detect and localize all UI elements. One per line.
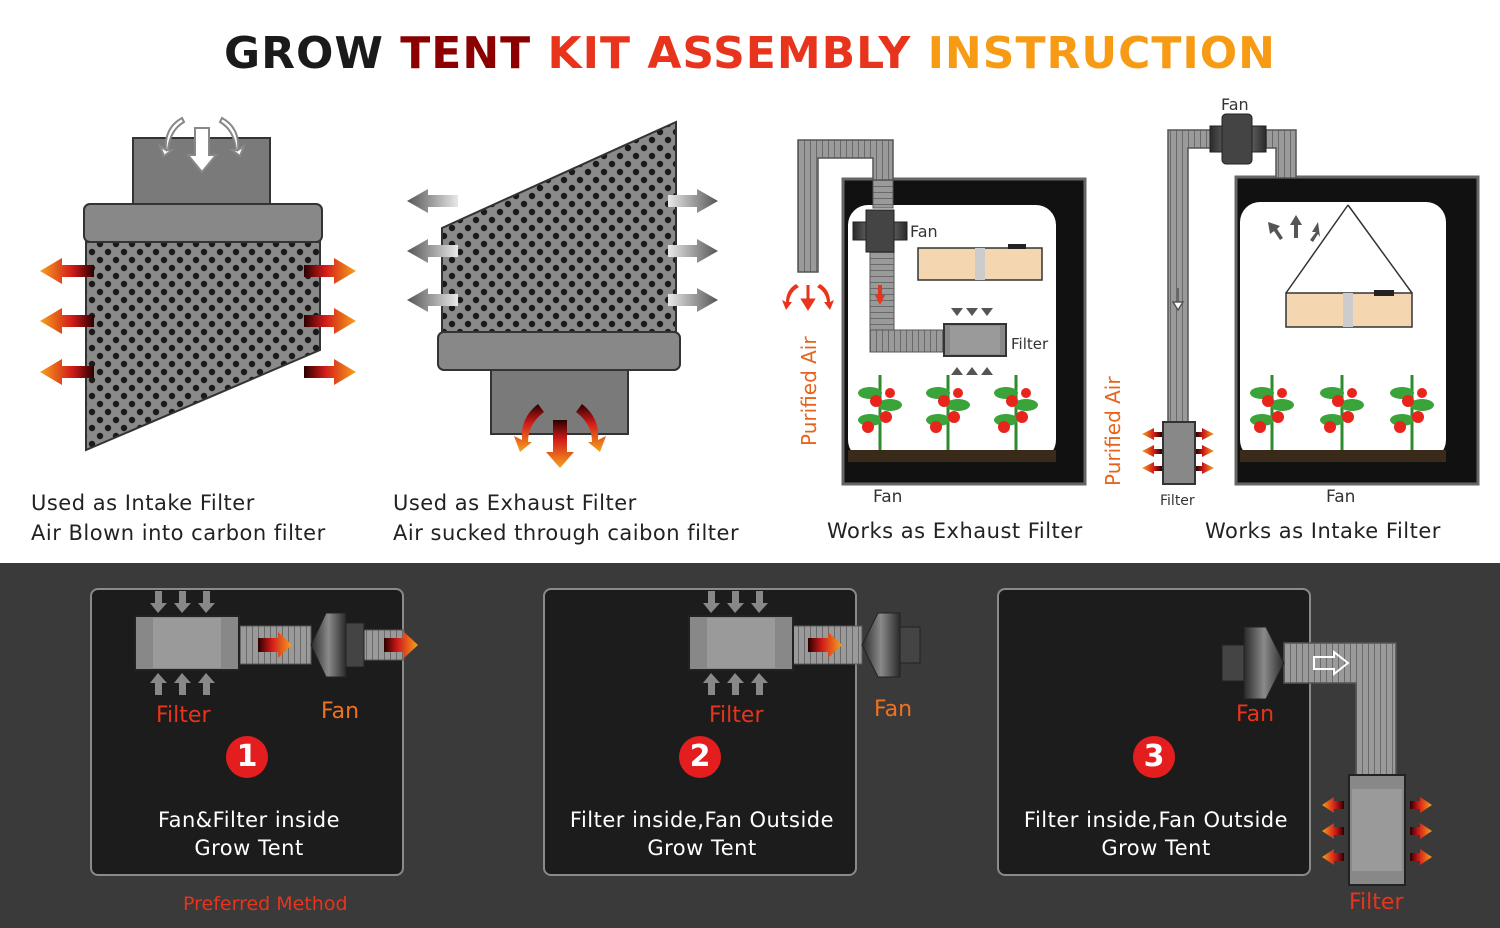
intake-caption: Used as Intake Filter Air Blown into car… bbox=[31, 491, 326, 545]
fan-icon bbox=[852, 209, 908, 253]
tomato-plant-icon bbox=[1250, 375, 1434, 450]
arrow-icon bbox=[258, 632, 418, 658]
intake-setup-illustration bbox=[1142, 113, 1480, 486]
intake-setup-purified: Purified Air bbox=[1101, 376, 1125, 486]
arrow-icon bbox=[703, 591, 768, 695]
page-title: GROW TENT KIT ASSEMBLY INSTRUCTION bbox=[224, 28, 1276, 79]
method-2-illustration bbox=[688, 591, 921, 695]
filter-icon bbox=[1348, 774, 1406, 886]
grow-light-icon bbox=[1285, 204, 1413, 328]
method-description: Fan&Filter inside Grow Tent bbox=[157, 808, 341, 860]
fan-icon bbox=[310, 612, 365, 678]
fan-label: Fan bbox=[1236, 702, 1275, 727]
exhaust-setup-purified: Purified Air bbox=[797, 336, 821, 446]
method-number-badge: 1 bbox=[226, 736, 268, 778]
method-1-illustration bbox=[134, 591, 418, 695]
top-illustrations: Fan Filter Fan Purified Air Fan Filter F… bbox=[40, 95, 1480, 509]
method-panel-2: 2 Filter inside,Fan Outside Grow Tent Fi… bbox=[543, 588, 857, 876]
fan-label: Fan bbox=[321, 699, 360, 724]
filter-icon bbox=[943, 323, 1007, 357]
intake-setup-caption: Works as Intake Filter bbox=[1205, 519, 1441, 543]
exhaust-caption: Used as Exhaust Filter Air sucked throug… bbox=[393, 491, 740, 545]
exhaust-setup-caption: Works as Exhaust Filter bbox=[827, 519, 1083, 543]
arrow-icon bbox=[1142, 428, 1214, 474]
exhaust-setup-fan-bottom: Fan bbox=[873, 487, 902, 507]
fan-icon bbox=[1209, 113, 1267, 165]
preferred-method-label: Preferred Method bbox=[183, 893, 348, 915]
arrow-icon bbox=[782, 284, 834, 311]
filter-label: Filter bbox=[709, 703, 764, 728]
fan-icon bbox=[861, 612, 921, 678]
filter-icon bbox=[688, 615, 794, 671]
arrow-icon bbox=[40, 258, 356, 385]
arrow-icon bbox=[407, 189, 718, 468]
arrow-icon bbox=[951, 308, 993, 375]
filter-label: Filter bbox=[156, 703, 211, 728]
intake-filter-illustration bbox=[40, 116, 356, 452]
exhaust-setup-illustration bbox=[782, 139, 1087, 486]
intake-setup-fan-bottom: Fan bbox=[1326, 487, 1355, 507]
method-3-illustration bbox=[1221, 626, 1432, 886]
exhaust-filter-illustration bbox=[407, 120, 718, 468]
fan-icon bbox=[1221, 626, 1285, 700]
exhaust-setup-filter: Filter bbox=[1011, 335, 1049, 353]
grow-light-icon bbox=[917, 244, 1043, 281]
arrow-icon bbox=[1268, 215, 1320, 242]
method-number-badge: 3 bbox=[1133, 736, 1175, 778]
arrow-icon bbox=[157, 116, 247, 174]
method-number-badge: 2 bbox=[679, 736, 721, 778]
intake-setup-filter: Filter bbox=[1160, 493, 1195, 509]
intake-setup-fan-top: Fan bbox=[1221, 95, 1249, 114]
filter-icon bbox=[134, 615, 240, 671]
exhaust-setup-fan-top: Fan bbox=[910, 222, 938, 241]
method-illustrations bbox=[134, 591, 1432, 886]
method-3-filter-label: Filter bbox=[1349, 890, 1404, 915]
method-description: Filter inside,Fan Outside Grow Tent bbox=[1023, 808, 1289, 860]
arrow-icon bbox=[1322, 797, 1432, 865]
method-2-fan-label: Fan bbox=[874, 697, 913, 722]
tomato-plant-icon bbox=[858, 375, 1038, 450]
method-description: Filter inside,Fan Outside Grow Tent bbox=[569, 808, 835, 860]
arrow-icon bbox=[150, 591, 215, 695]
filter-icon bbox=[1162, 421, 1196, 485]
arrow-icon bbox=[808, 632, 842, 658]
